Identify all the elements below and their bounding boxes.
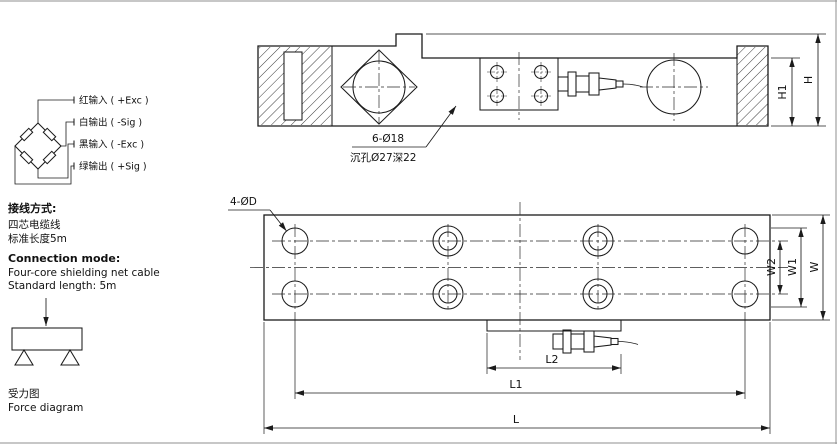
top-view-centerlines xyxy=(250,202,788,360)
dim-label-l2: L2 xyxy=(545,353,558,366)
force-diagram: 受力图 Force diagram xyxy=(8,298,83,414)
side-view-hole-note: 6-Ø18 沉孔Ø27深22 xyxy=(350,105,457,164)
dim-label-w1: W1 xyxy=(786,258,799,276)
dim-label-w2: W2 xyxy=(765,258,778,276)
support-triangle-right xyxy=(60,348,80,366)
connection-length-cn: 标准长度5m xyxy=(8,232,67,245)
hole-note-line1: 6-Ø18 xyxy=(372,133,404,145)
dim-label-w: W xyxy=(808,261,821,272)
wire-label-black-exc: 黑输入 ( -Exc ) xyxy=(79,139,144,151)
strain-gauge xyxy=(42,127,57,142)
strain-gauge xyxy=(42,150,57,165)
bridge-circuit-diagram: 红输入 ( +Exc ) 白输出 ( -Sig ) 黑输入 ( -Exc ) 绿… xyxy=(14,95,149,185)
connection-cable-en: Four-core shielding net cable xyxy=(8,267,160,279)
cable xyxy=(617,341,639,345)
plate-bolts xyxy=(487,62,551,106)
connection-info: 接线方式: 四芯电缆线 标准长度5m Connection mode: Four… xyxy=(8,201,160,292)
top-view-hole-note: 4-ØD xyxy=(228,196,287,232)
force-diagram-label-cn: 受力图 xyxy=(8,387,40,400)
hole-note-4d-leader xyxy=(269,209,287,232)
bridge-diamond xyxy=(14,122,62,170)
flexure-diamond xyxy=(340,49,418,125)
hole-note-leader xyxy=(425,105,457,148)
strain-gauge xyxy=(19,127,34,142)
hole-note-4d: 4-ØD xyxy=(230,196,257,208)
top-view-width-dimensions: W2 W1 W xyxy=(765,214,830,321)
strain-gauge xyxy=(19,150,34,165)
clamp-slot xyxy=(283,51,303,121)
body-plan-outline xyxy=(263,214,771,321)
top-view: 4-ØD L2 L1 L xyxy=(228,196,830,434)
right-clamp-hatch xyxy=(737,47,768,125)
force-diagram-label-en: Force diagram xyxy=(8,402,83,414)
dim-label-l1: L1 xyxy=(509,378,522,391)
wire-label-white-sig: 白输出 ( -Sig ) xyxy=(79,117,142,129)
connection-cable-cn: 四芯电缆线 xyxy=(8,218,61,231)
mounting-holes xyxy=(281,225,759,310)
side-view: 6-Ø18 沉孔Ø27深22 H1 H xyxy=(257,33,826,164)
dim-label-h: H xyxy=(802,76,815,84)
wire-label-red-exc: 红输入 ( +Exc ) xyxy=(79,95,149,107)
junction-cover xyxy=(486,320,622,332)
cable xyxy=(622,83,644,88)
bridge-wires xyxy=(14,96,75,185)
dim-label-l: L xyxy=(513,413,520,426)
body-outline xyxy=(257,33,769,127)
support-triangle-left xyxy=(14,348,34,366)
connection-title-cn: 接线方式: xyxy=(8,201,56,215)
hole-note-line2: 沉孔Ø27深22 xyxy=(350,151,417,164)
cable-gland-side xyxy=(557,71,644,97)
connection-length-en: Standard length: 5m xyxy=(8,280,116,292)
dim-label-h1: H1 xyxy=(776,84,789,99)
connection-title-en: Connection mode: xyxy=(8,252,120,265)
top-view-length-dimensions: L2 L1 L xyxy=(263,312,771,434)
beam xyxy=(11,327,83,351)
wire-label-green-sig: 绿输出 ( +Sig ) xyxy=(79,161,147,173)
cable-gland-top xyxy=(486,320,639,354)
side-view-dimensions: H1 H xyxy=(426,33,826,127)
